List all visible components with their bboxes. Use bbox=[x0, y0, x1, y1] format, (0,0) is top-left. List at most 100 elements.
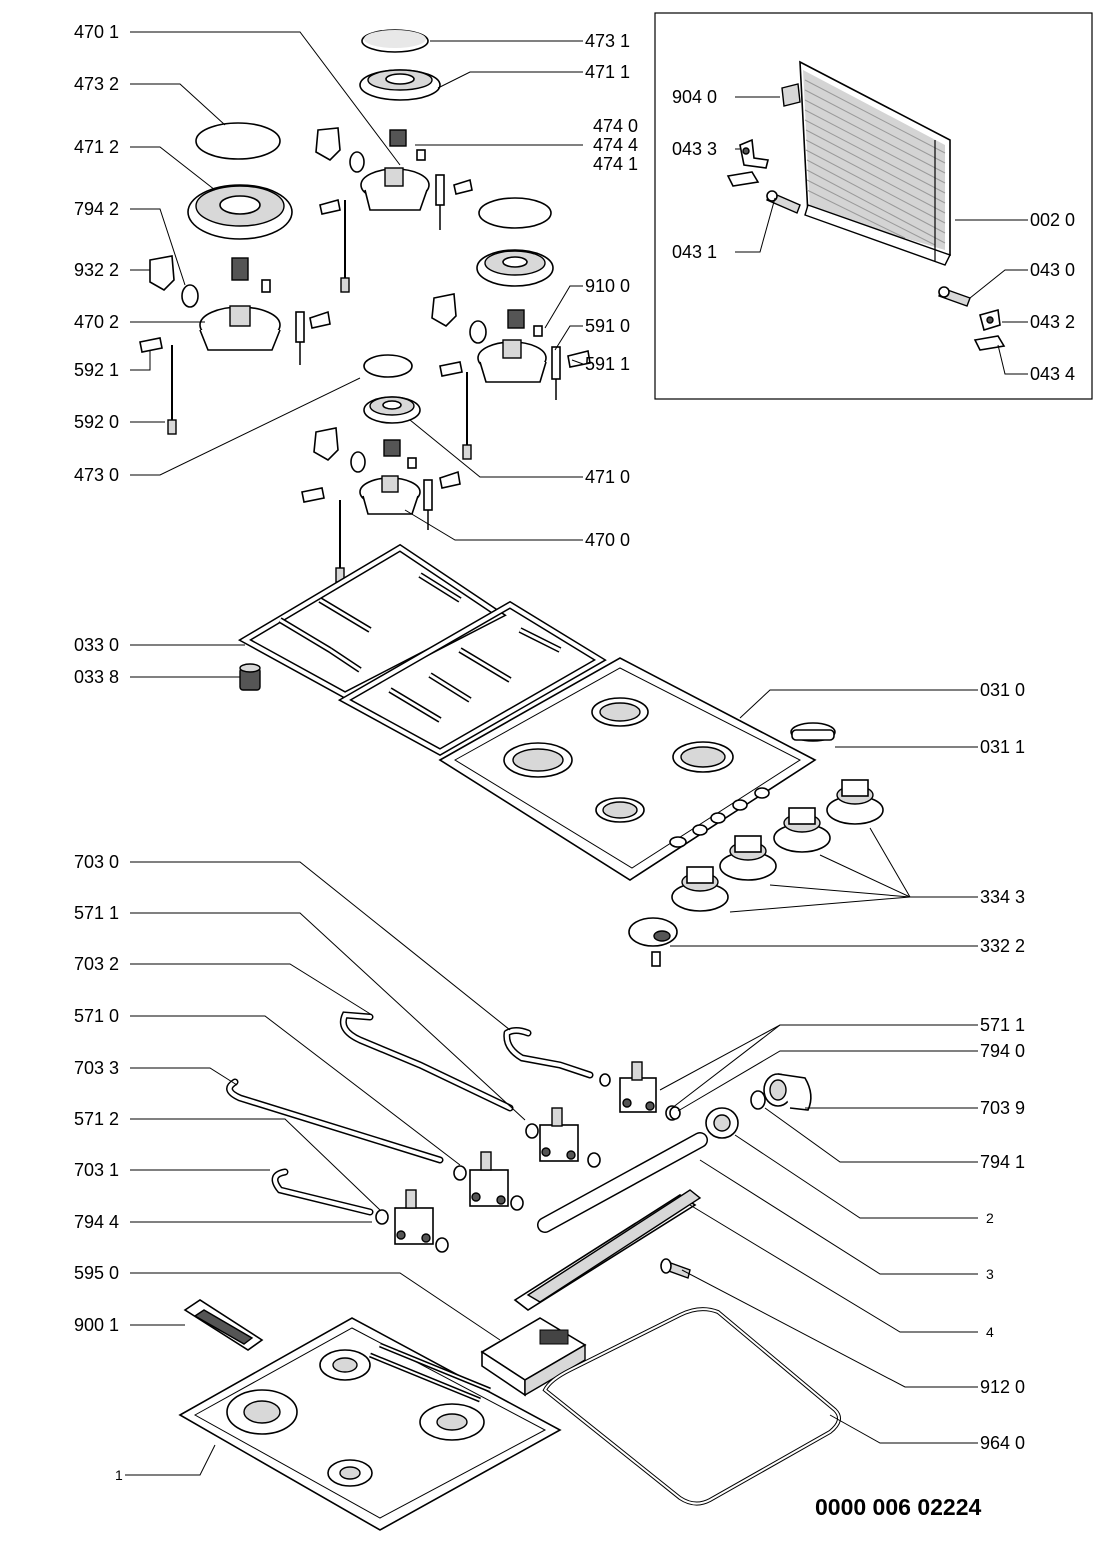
ignition-button-332-2 bbox=[628, 917, 678, 967]
inset-frame bbox=[654, 12, 1093, 400]
injector-474 bbox=[389, 129, 426, 161]
injector-small bbox=[383, 439, 417, 469]
inlet-pipe-3 bbox=[537, 1132, 708, 1233]
label-043-2: 043 2 bbox=[1030, 312, 1075, 332]
label-043-1: 043 1 bbox=[672, 242, 717, 262]
base-tray-1 bbox=[178, 1317, 562, 1531]
control-badge-031-1 bbox=[790, 722, 836, 742]
label-571-2: 571 2 bbox=[74, 1109, 119, 1129]
label-794-2: 794 2 bbox=[74, 199, 119, 219]
control-knobs-334-3 bbox=[671, 779, 884, 912]
label-904-0: 904 0 bbox=[672, 87, 717, 107]
label-591-0: 591 0 bbox=[585, 316, 630, 336]
label-703-0: 703 0 bbox=[74, 852, 119, 872]
label-471-2: 471 2 bbox=[74, 137, 119, 157]
label-002-0: 002 0 bbox=[1030, 210, 1075, 230]
label-471-0: 471 0 bbox=[585, 467, 630, 487]
label-332-2: 332 2 bbox=[980, 936, 1025, 956]
label-471-1: 471 1 bbox=[585, 62, 630, 82]
label-4: 4 bbox=[986, 1324, 994, 1340]
seal-gasket-964-0 bbox=[542, 1307, 841, 1506]
label-033-0: 033 0 bbox=[74, 635, 119, 655]
label-2: 2 bbox=[986, 1210, 994, 1226]
label-470-0: 470 0 bbox=[585, 530, 630, 550]
burner-base-right bbox=[477, 339, 547, 383]
label-3: 3 bbox=[986, 1266, 994, 1282]
washers-794 bbox=[669, 1090, 766, 1120]
label-964-0: 964 0 bbox=[980, 1433, 1025, 1453]
ignition-unit-595-0 bbox=[480, 1317, 587, 1397]
label-470-1: 470 1 bbox=[74, 22, 119, 42]
thermocouple-group-4 bbox=[301, 427, 461, 583]
label-592-0: 592 0 bbox=[74, 412, 119, 432]
label-334-3: 334 3 bbox=[980, 887, 1025, 907]
burner-base-470-1 bbox=[360, 167, 430, 211]
label-474-4: 474 4 bbox=[593, 135, 638, 155]
injector-large bbox=[231, 257, 271, 293]
label-794-1: 794 1 bbox=[980, 1152, 1025, 1172]
label-033-8: 033 8 bbox=[74, 667, 119, 687]
burner-cap-473-2 bbox=[195, 122, 281, 160]
label-473-2: 473 2 bbox=[74, 74, 119, 94]
hinge-pin-043-0 bbox=[938, 286, 971, 307]
label-703-1: 703 1 bbox=[74, 1160, 119, 1180]
label-474-0: 474 0 bbox=[593, 116, 638, 136]
label-031-0: 031 0 bbox=[980, 680, 1025, 700]
label-703-9: 703 9 bbox=[980, 1098, 1025, 1118]
label-470-2: 470 2 bbox=[74, 312, 119, 332]
burner-head-471-1 bbox=[359, 69, 441, 101]
burner-head-right bbox=[476, 249, 554, 287]
label-571-1-right: 571 1 bbox=[980, 1015, 1025, 1035]
hinge-plate-043-4b bbox=[973, 335, 1006, 351]
label-571-0: 571 0 bbox=[74, 1006, 119, 1026]
hinge-clip-904 bbox=[781, 83, 801, 107]
label-794-4: 794 4 bbox=[74, 1212, 119, 1232]
burner-head-471-2 bbox=[187, 184, 293, 240]
document-number: 0000 006 02224 bbox=[815, 1494, 981, 1520]
glass-lid-part bbox=[799, 60, 951, 266]
hinge-bracket-043-3 bbox=[739, 138, 769, 169]
thermocouple-group-3 bbox=[431, 293, 591, 460]
injector-910 bbox=[507, 309, 543, 337]
label-912-0: 912 0 bbox=[980, 1377, 1025, 1397]
rubber-foot-033-8 bbox=[239, 663, 261, 691]
label-932-2: 932 2 bbox=[74, 260, 119, 280]
label-900-1: 900 1 bbox=[74, 1315, 119, 1335]
label-571-1-left: 571 1 bbox=[74, 903, 119, 923]
label-043-3: 043 3 bbox=[672, 139, 717, 159]
burner-head-471-0 bbox=[363, 396, 421, 424]
manifold-rail-4 bbox=[513, 1189, 702, 1311]
label-703-3: 703 3 bbox=[74, 1058, 119, 1078]
label-910-0: 910 0 bbox=[585, 276, 630, 296]
pan-support-left bbox=[237, 543, 507, 699]
burner-cap-473-1 bbox=[361, 29, 429, 53]
label-043-0: 043 0 bbox=[1030, 260, 1075, 280]
gas-pipes-inner bbox=[227, 1012, 592, 1214]
label-595-0: 595 0 bbox=[74, 1263, 119, 1283]
burner-base-470-2 bbox=[199, 305, 281, 351]
thermocouple-group-2 bbox=[139, 255, 331, 435]
hob-top-plate bbox=[438, 657, 817, 881]
leader-lines bbox=[125, 31, 1028, 1476]
label-473-1: 473 1 bbox=[585, 31, 630, 51]
screw-912-0 bbox=[660, 1258, 691, 1279]
label-592-1: 592 1 bbox=[74, 360, 119, 380]
label-043-4: 043 4 bbox=[1030, 364, 1075, 384]
burner-base-470-0 bbox=[359, 475, 421, 515]
label-703-2: 703 2 bbox=[74, 954, 119, 974]
spark-module-900-1 bbox=[183, 1299, 264, 1351]
label-474-1: 474 1 bbox=[593, 154, 638, 174]
hinge-pin-043-1 bbox=[766, 190, 801, 214]
pan-support-right bbox=[337, 600, 607, 757]
burner-cap-473-0 bbox=[363, 354, 413, 378]
label-794-0: 794 0 bbox=[980, 1041, 1025, 1061]
thermocouple-group-1 bbox=[315, 127, 473, 293]
label-031-1: 031 1 bbox=[980, 737, 1025, 757]
gas-inlet-elbow-703-9 bbox=[763, 1073, 812, 1111]
burner-cap-right bbox=[478, 197, 552, 229]
label-473-0: 473 0 bbox=[74, 465, 119, 485]
label-591-1: 591 1 bbox=[585, 354, 630, 374]
nut-fitting-2 bbox=[705, 1107, 739, 1139]
label-1: 1 bbox=[115, 1467, 123, 1483]
